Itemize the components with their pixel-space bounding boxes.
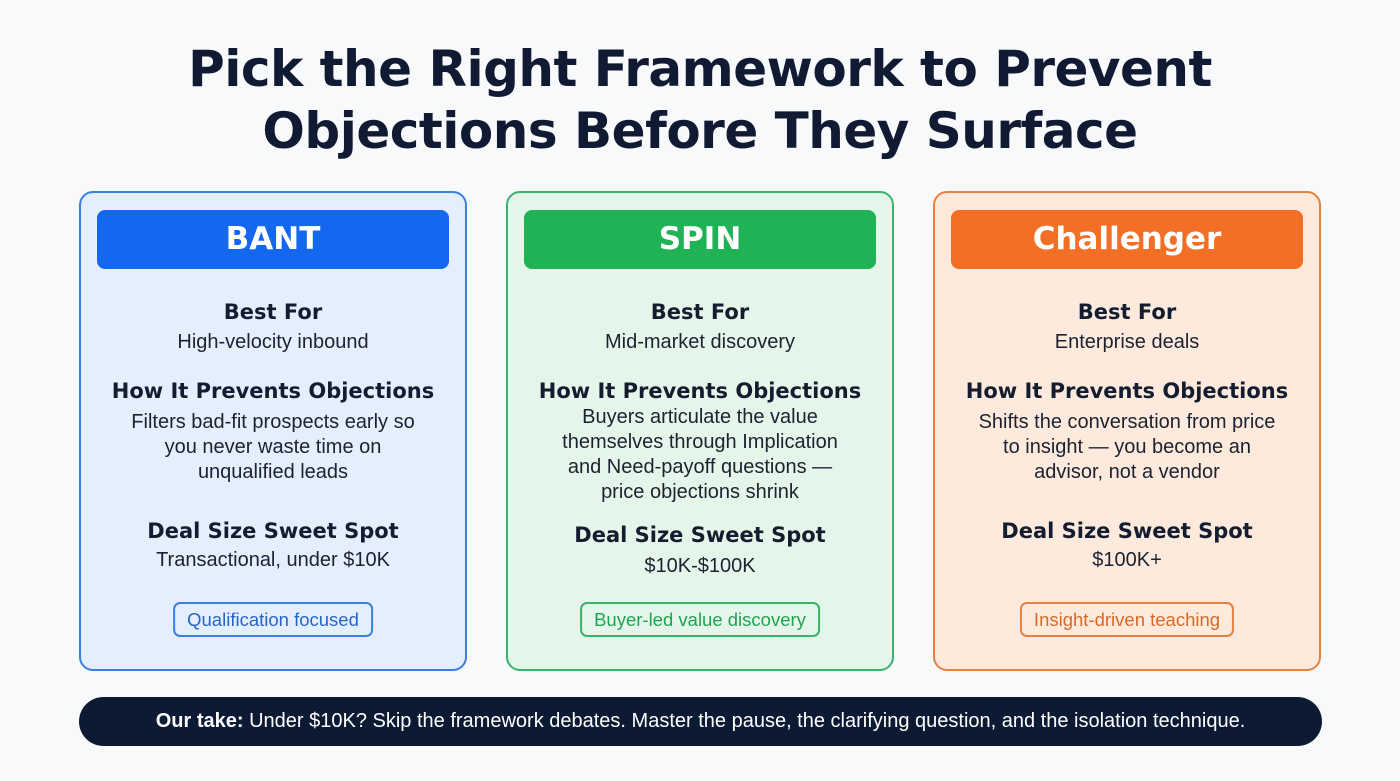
best-for-value: High-velocity inbound: [177, 331, 369, 353]
card-challenger: Challenger Best For Enterprise deals How…: [933, 191, 1321, 671]
focus-badge: Buyer-led value discovery: [580, 602, 820, 637]
card-header-spin: SPIN: [524, 210, 876, 269]
prevents-label: How It Prevents Objections: [965, 379, 1289, 403]
deal-size-value: $10K-$100K: [644, 555, 756, 577]
prevents-line: Buyers articulate the value: [582, 406, 818, 428]
prevents-text: Shifts the conversation from price to in…: [955, 410, 1299, 485]
prevents-text: Buyers articulate the value themselves t…: [528, 405, 872, 505]
card-spin: SPIN Best For Mid-market discovery How I…: [506, 191, 894, 671]
prevents-line: to insight — you become an: [1003, 436, 1251, 458]
prevents-label: How It Prevents Objections: [538, 379, 862, 403]
deal-size-label: Deal Size Sweet Spot: [1001, 519, 1253, 543]
focus-badge: Insight-driven teaching: [1019, 602, 1235, 637]
prevents-label: How It Prevents Objections: [111, 379, 435, 403]
prevents-text: Filters bad-fit prospects early so you n…: [101, 410, 445, 485]
focus-badge: Qualification focused: [173, 602, 373, 637]
card-header-challenger: Challenger: [951, 210, 1303, 269]
prevents-line: advisor, not a vendor: [1034, 461, 1220, 483]
prevents-line: and Need-payoff questions —: [567, 456, 833, 478]
best-for-label: Best For: [650, 300, 750, 324]
takeaway-text: Under $10K? Skip the framework debates. …: [243, 710, 1246, 732]
card-bant: BANT Best For High-velocity inbound How …: [79, 191, 467, 671]
prevents-line: price objections shrink: [601, 481, 799, 503]
prevents-line: unqualified leads: [197, 461, 349, 483]
page-title: Pick the Right Framework to Prevent Obje…: [0, 38, 1400, 162]
best-for-value: Enterprise deals: [1054, 331, 1200, 353]
card-header-bant: BANT: [97, 210, 449, 269]
best-for-label: Best For: [1077, 300, 1177, 324]
takeaway-banner: Our take: Under $10K? Skip the framework…: [79, 697, 1322, 746]
prevents-line: Filters bad-fit prospects early so: [131, 411, 415, 433]
prevents-line: you never waste time on: [164, 436, 382, 458]
takeaway-label: Our take:: [155, 710, 244, 732]
prevents-line: themselves through Implication: [562, 431, 838, 453]
page-title-line-2: Objections Before They Surface: [262, 102, 1138, 160]
deal-size-value: Transactional, under $10K: [156, 549, 390, 571]
prevents-line: Shifts the conversation from price: [978, 411, 1276, 433]
best-for-label: Best For: [223, 300, 323, 324]
deal-size-label: Deal Size Sweet Spot: [574, 523, 826, 547]
deal-size-value: $100K+: [1092, 549, 1162, 571]
page-title-line-1: Pick the Right Framework to Prevent: [188, 40, 1212, 98]
deal-size-label: Deal Size Sweet Spot: [147, 519, 399, 543]
best-for-value: Mid-market discovery: [604, 331, 796, 353]
